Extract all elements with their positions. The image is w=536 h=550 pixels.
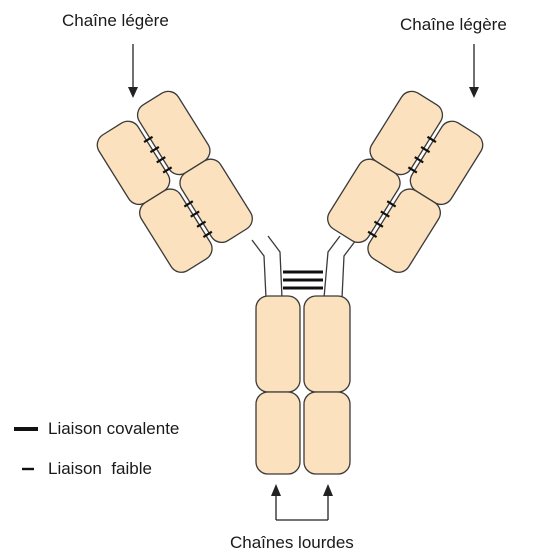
light-chain-left-label: Chaîne légère bbox=[62, 11, 169, 30]
heavy-chain-left-domain-1 bbox=[256, 296, 300, 392]
right-fab-arm bbox=[321, 87, 489, 277]
light-chain-right-arrow bbox=[469, 44, 479, 98]
hinge-covalent-bonds bbox=[283, 272, 323, 288]
heavy-chains-arrows bbox=[271, 484, 333, 520]
heavy-chain-right-domain-2 bbox=[304, 392, 350, 474]
heavy-chain-left-domain-2 bbox=[256, 392, 300, 474]
covalent-bond-legend-label: Liaison covalente bbox=[48, 419, 179, 438]
heavy-chain-right-domain-1 bbox=[304, 296, 350, 392]
legend: Liaison covalente Liaison faible bbox=[14, 419, 179, 478]
light-chain-left-arrow bbox=[128, 44, 138, 98]
heavy-chain-stem-right bbox=[304, 296, 350, 474]
heavy-chains-label: Chaînes lourdes bbox=[230, 533, 354, 550]
heavy-chain-stem-left bbox=[256, 296, 300, 474]
weak-bond-legend-label: Liaison faible bbox=[48, 459, 152, 478]
left-fab-arm bbox=[91, 87, 259, 277]
light-chain-right-label: Chaîne légère bbox=[400, 15, 507, 34]
